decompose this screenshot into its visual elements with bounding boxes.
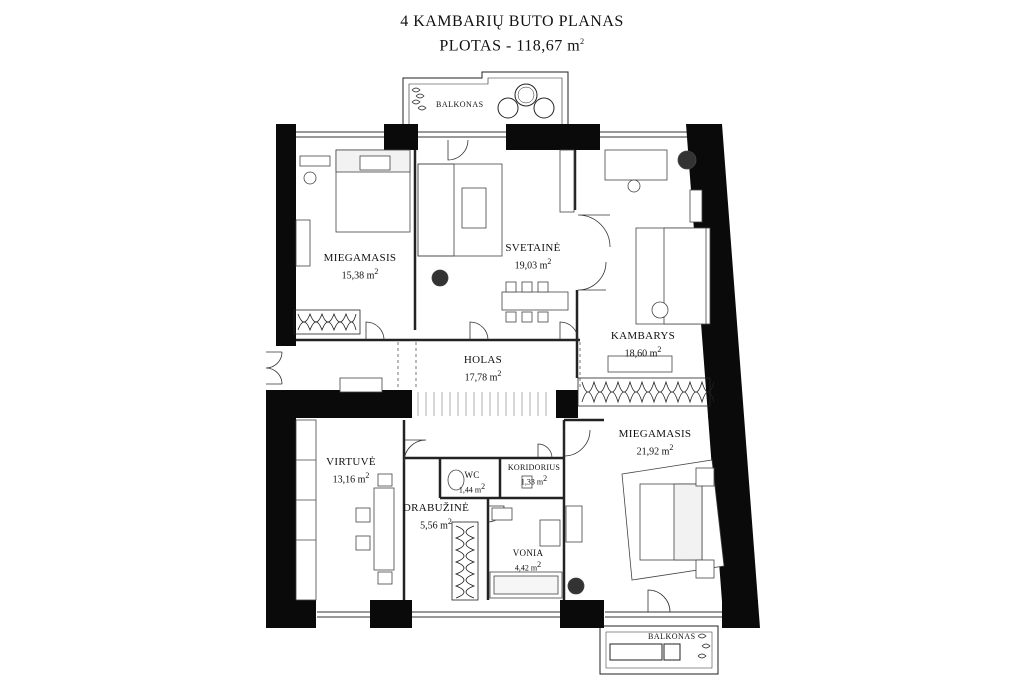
room-name: DRABUŽINĖ	[402, 502, 470, 514]
room-label-wardrobe: DRABUŽINĖ 5,56 m2	[400, 502, 472, 532]
furniture-living	[417, 149, 575, 323]
room-name: KAMBARYS	[610, 330, 676, 342]
wardrobe-hangers-1	[293, 309, 361, 335]
doors	[265, 139, 671, 613]
room-name: VONIA	[512, 548, 544, 558]
room-area: 19,03 m2	[514, 257, 552, 272]
room-label-bedroom1: MIEGAMASIS 15,38 m2	[305, 252, 415, 282]
balcony-top	[402, 71, 569, 124]
room-area: 15,38 m2	[341, 267, 379, 282]
room-name: MIEGAMASIS	[618, 428, 692, 440]
balcony-bottom	[599, 625, 719, 675]
room-label-room: KAMBARYS 18,60 m2	[598, 330, 688, 360]
plan-title: 4 KAMBARIŲ BUTO PLANAS PLOTAS - 118,67 m…	[0, 12, 1024, 56]
room-name: SVETAINĖ	[505, 242, 561, 254]
room-name: KORIDORIUS	[507, 463, 561, 472]
room-name: WC	[464, 470, 480, 480]
room-name: HOLAS	[463, 354, 503, 366]
room-area: 5,56 m2	[420, 517, 452, 532]
furniture-bedroom2	[565, 459, 725, 595]
room-label-living: SVETAINĖ 19,03 m2	[488, 242, 578, 272]
furniture-kitchen	[295, 377, 395, 601]
room-label-wc: WC 1,44 m2	[444, 470, 500, 496]
plant-icon	[411, 87, 427, 111]
title-line-1: 4 KAMBARIŲ BUTO PLANAS	[400, 13, 624, 30]
furniture-bedroom1	[293, 149, 411, 335]
title-area-sup: 2	[580, 37, 585, 46]
room-area: 4,42 m2	[514, 560, 542, 573]
room-name: VIRTUVĖ	[326, 456, 376, 468]
room-label-corridor: KORIDORIUS 1,33 m2	[502, 462, 566, 488]
plant-icon	[697, 633, 711, 659]
wardrobe-hangers-2	[577, 377, 715, 407]
hall-partitions	[397, 342, 581, 390]
room-area: 13,16 m2	[332, 471, 370, 486]
balcony-label-top: BALKONAS	[436, 100, 484, 109]
wardrobe-hangers-3	[451, 521, 479, 601]
room-label-bedroom2: MIEGAMASIS 21,92 m2	[600, 428, 710, 458]
room-name: MIEGAMASIS	[323, 252, 397, 264]
interior-walls	[282, 140, 604, 600]
furniture-room	[577, 149, 715, 407]
room-area: 1,44 m2	[458, 482, 486, 495]
title-line-2: PLOTAS - 118,67 m2	[0, 32, 1024, 56]
room-area: 21,92 m2	[636, 443, 674, 458]
title-area-text: PLOTAS - 118,67 m	[439, 37, 581, 55]
hall-floor-lines	[417, 392, 547, 416]
furniture-bath	[447, 469, 563, 601]
room-label-hall: HOLAS 17,78 m2	[438, 354, 528, 384]
windows	[296, 131, 722, 618]
room-label-kitchen: VIRTUVĖ 13,16 m2	[306, 456, 396, 486]
room-area: 1,33 m2	[520, 474, 548, 487]
balcony-label-bottom: BALKONAS	[648, 632, 696, 641]
room-area: 18,60 m2	[624, 345, 662, 360]
room-label-bath: VONIA 4,42 m2	[500, 548, 556, 574]
room-area: 17,78 m2	[464, 369, 502, 384]
